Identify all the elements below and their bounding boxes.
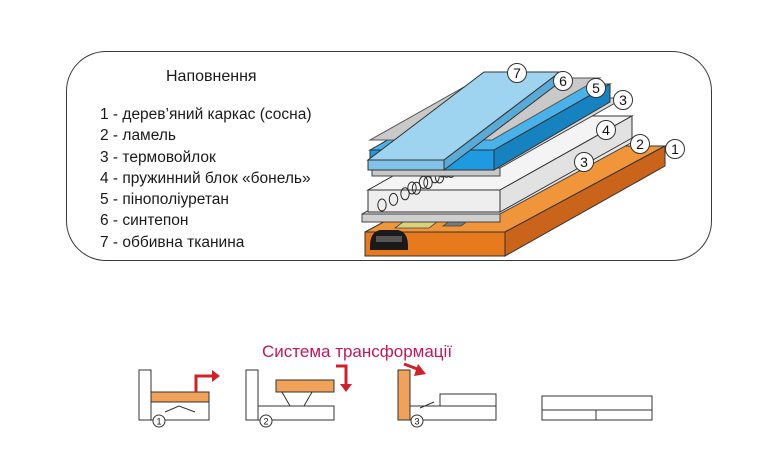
legend-item-upholstery: 7 - оббивна тканина (100, 233, 245, 251)
legend-item-frame: 1 - дерев’яний каркас (сосна) (100, 106, 312, 123)
spring-coil (377, 198, 387, 212)
sofa-mini-icon (370, 230, 408, 250)
legend-item-spring-block: 4 - пружинний блок «бонель» (100, 169, 311, 187)
layer-callout: 6 (553, 71, 573, 91)
spring-coil (400, 187, 410, 201)
stage-3 (397, 362, 497, 421)
legend-title: Наповнення (166, 68, 257, 85)
layer-callout-number: 4 (602, 122, 610, 138)
layer-callout: 7 (507, 63, 527, 83)
transformation-title: Система трансформації (262, 342, 453, 361)
layer-callout-number: 7 (513, 65, 521, 81)
legend-item-felt: 3 - термовойлок (100, 148, 216, 166)
spring-coil (388, 192, 399, 206)
stage-number-label: 1 (156, 417, 161, 427)
spring-coil (407, 181, 417, 195)
layer-callout-number: 1 (671, 141, 679, 157)
stage-1 (138, 369, 220, 421)
stage-number: 2 (259, 414, 273, 428)
layer-callout-number: 2 (636, 136, 644, 152)
legend-item-lamel: 2 - ламель (100, 127, 176, 145)
stage-number: 3 (410, 414, 424, 428)
layer-callout-number: 3 (619, 92, 627, 108)
layer-callout-number: 5 (592, 80, 600, 96)
layer-callout-number: 6 (559, 73, 567, 89)
stage-number: 1 (152, 414, 166, 428)
stage-numbers: 1 2 3 (152, 414, 424, 428)
layer-callout: 2 (630, 134, 650, 154)
layer-callout: 4 (596, 120, 616, 140)
legend-list: 1 - дерев’яний каркас (сосна) 2 - ламель… (100, 104, 312, 253)
stage-4-bed (541, 395, 653, 421)
stage-number-label: 3 (414, 417, 419, 427)
legend-item-sintepon: 6 - синтепон (100, 212, 189, 230)
spring-coil (423, 176, 433, 190)
spring-coil (411, 181, 422, 195)
layer-callout-number: 3 (580, 154, 588, 170)
stage-2 (245, 364, 352, 421)
layer-callout: 3 (613, 90, 633, 110)
stage-number-label: 2 (263, 417, 268, 427)
layer-callout: 1 (665, 139, 685, 159)
layer-callouts: 7 6 5 34 2 1 3 (507, 63, 685, 172)
layer-callout: 3 (574, 152, 594, 172)
legend-item-foam: 5 - пінополіуретан (100, 191, 229, 209)
layer-callout: 5 (586, 78, 606, 98)
